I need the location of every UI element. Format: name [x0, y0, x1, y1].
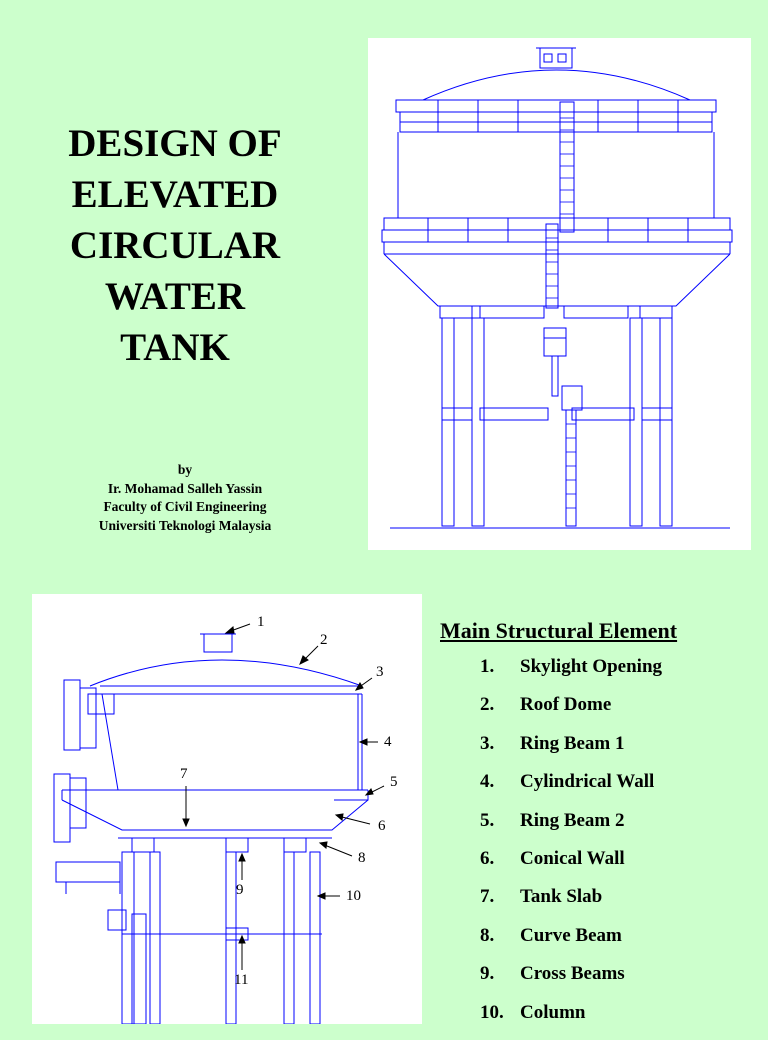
callout-label: 10 — [346, 888, 361, 904]
title-line: TANK — [120, 326, 230, 369]
title-line: CIRCULAR — [69, 224, 281, 267]
author-name: Ir. Mohamad Salleh Yassin — [107, 480, 263, 496]
item-label: Column — [520, 1001, 586, 1023]
callout-label: 8 — [358, 850, 366, 866]
author-block: by Ir. Mohamad Salleh Yassin Faculty of … — [60, 461, 310, 535]
item-label: Cross Beams — [520, 963, 625, 985]
faculty-name: Faculty of Civil Engineering — [103, 499, 267, 514]
item-number: 1. — [480, 656, 495, 677]
by-label: by — [177, 462, 193, 477]
item-number: 8. — [480, 924, 495, 946]
item-number: 2. — [480, 694, 495, 716]
title-line: DESIGN OF — [68, 122, 282, 165]
item-label: Ring Beam 1 — [520, 732, 625, 754]
roof-dome-shape — [422, 69, 691, 101]
column-shape — [441, 317, 455, 527]
tank-section-drawing: 1 2 3 4 5 6 7 8 9 10 11 — [32, 594, 422, 1024]
item-label: Curve Beam — [520, 924, 622, 946]
item-number: 7. — [480, 886, 495, 908]
callout-label: 9 — [236, 882, 244, 898]
tank-elevation-drawing — [368, 38, 751, 550]
item-label: Roof Dome — [520, 694, 612, 716]
item-label: Cylindrical Wall — [520, 771, 655, 793]
item-label: Conical Wall — [520, 847, 625, 869]
document-title: DESIGN OF ELEVATED CIRCULAR WATER TANK — [40, 118, 310, 373]
roof-dome-shape — [89, 659, 363, 687]
title-line: ELEVATED — [71, 173, 279, 216]
callout-label: 6 — [378, 818, 386, 834]
structural-element-list: Main Structural Element 1. Skylight Openi… — [440, 618, 760, 1040]
tank-elevation-svg — [381, 47, 733, 529]
list-item: 4. Cylindrical Wall — [440, 771, 760, 809]
title-line: WATER — [104, 275, 246, 318]
tank-section-svg — [53, 633, 369, 1024]
list-item: 1. Skylight Opening — [440, 656, 760, 694]
item-label: Skylight Opening — [520, 656, 663, 677]
list-heading: Main Structural Element — [440, 618, 678, 643]
list-item: 2. Roof Dome — [440, 694, 760, 732]
callout-label: 4 — [384, 734, 392, 750]
item-number: 4. — [480, 771, 495, 793]
callout-label: 2 — [320, 632, 328, 648]
item-number: 6. — [480, 847, 495, 869]
conical-wall-shape — [383, 253, 731, 307]
element-items: 1. Skylight Opening 2. Roof Dome 3. Ring Be… — [440, 656, 760, 1040]
university-name: Universiti Teknologi Malaysia — [98, 517, 272, 533]
list-item: 5. Ring Beam 2 — [440, 810, 760, 848]
list-item: 7. Tank Slab — [440, 886, 760, 924]
list-item: 10. Column — [440, 1002, 760, 1040]
item-number: 5. — [480, 809, 495, 831]
item-label: Ring Beam 2 — [520, 809, 625, 831]
item-number: 3. — [480, 732, 495, 754]
list-item: 6. Conical Wall — [440, 848, 760, 886]
callout-label: 7 — [180, 766, 188, 782]
list-item: 3. Ring Beam 1 — [440, 733, 760, 771]
skylight-shape — [539, 47, 573, 69]
callout-label: 3 — [376, 664, 384, 680]
item-number: 10. — [480, 1001, 504, 1023]
callout-label: 1 — [257, 614, 265, 630]
callout-label: 5 — [390, 774, 398, 790]
callout-arrows — [182, 623, 385, 970]
item-label: Tank Slab — [520, 886, 603, 908]
list-item: 8. Curve Beam — [440, 925, 760, 963]
item-number: 9. — [480, 963, 495, 985]
column-shape — [121, 851, 135, 1024]
list-item: 9. Cross Beams — [440, 963, 760, 1001]
callout-label: 11 — [234, 972, 249, 988]
